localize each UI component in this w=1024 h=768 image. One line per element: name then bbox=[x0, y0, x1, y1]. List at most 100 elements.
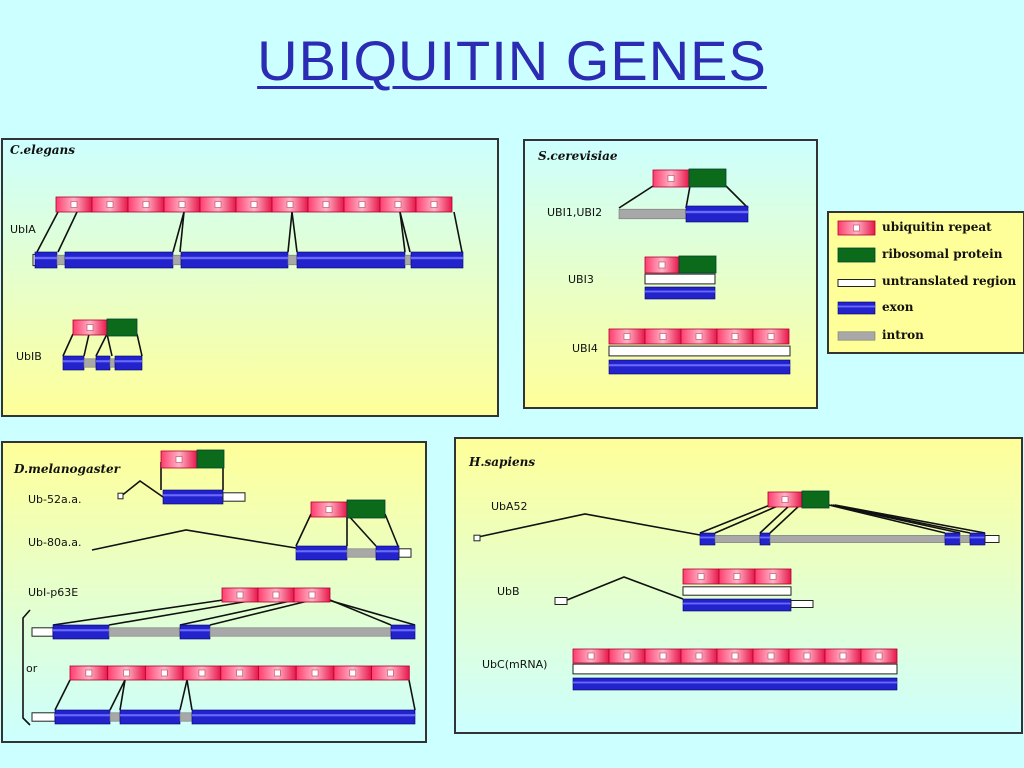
ubiquitin-repeat-core bbox=[236, 669, 243, 677]
exon-bar bbox=[608, 359, 791, 375]
exon-bar bbox=[759, 532, 771, 546]
exon-highlight bbox=[945, 536, 960, 539]
ubiquitin-repeat-core bbox=[587, 652, 595, 660]
exon-highlight bbox=[192, 714, 415, 717]
gene-label-ub52: Ub-52a.a. bbox=[28, 493, 81, 506]
ubiquitin-repeat-core bbox=[731, 652, 739, 660]
ubiquitin-repeat-core bbox=[623, 333, 631, 340]
intron-bar bbox=[714, 535, 761, 543]
ubiquitin-repeat-core bbox=[731, 333, 739, 340]
ubiquitin-repeat-core bbox=[394, 201, 402, 208]
exon-highlight bbox=[391, 629, 415, 632]
species-dmelanogaster: D.melanogaster bbox=[13, 462, 122, 476]
exon-bar bbox=[119, 709, 181, 725]
exon-highlight bbox=[181, 256, 288, 260]
exon-bar bbox=[572, 677, 898, 691]
intron-bar bbox=[769, 535, 946, 543]
utr-bar bbox=[473, 534, 481, 542]
ubiquitin-repeat-core bbox=[308, 591, 316, 599]
utr-bar bbox=[31, 712, 56, 722]
intron-bar bbox=[209, 627, 392, 637]
ubiquitin-repeat-core bbox=[214, 201, 222, 208]
exon-bar bbox=[685, 205, 749, 223]
intron-bar bbox=[287, 254, 298, 266]
ubiquitin-repeat-core bbox=[659, 652, 667, 660]
ubiquitin-repeat-core bbox=[875, 652, 883, 660]
ubiquitin-repeat-core bbox=[658, 261, 666, 269]
ubiquitin-repeat-core bbox=[769, 573, 777, 580]
exon-highlight bbox=[180, 629, 210, 632]
ubiquitin-repeat-core bbox=[781, 496, 789, 503]
exon-highlight bbox=[63, 360, 84, 363]
exon-bar bbox=[375, 545, 400, 561]
ribosomal-protein-block bbox=[837, 247, 876, 263]
exon-highlight bbox=[55, 714, 110, 717]
ubiquitin-repeat-core bbox=[803, 652, 811, 660]
intron-bar bbox=[179, 712, 193, 722]
exon-highlight bbox=[296, 550, 347, 553]
exon-highlight bbox=[645, 290, 715, 293]
exon-highlight bbox=[411, 256, 463, 260]
exon-bar bbox=[54, 709, 111, 725]
utr-bar bbox=[984, 535, 1000, 543]
ubiquitin-repeat-core bbox=[178, 201, 186, 208]
gene-label-ubi-p63e: UbI-p63E bbox=[28, 586, 78, 599]
utr-bar bbox=[572, 663, 898, 675]
ubiquitin-repeat-core bbox=[325, 506, 333, 513]
utr-bar bbox=[31, 627, 54, 637]
ubiquitin-repeat-core bbox=[123, 669, 130, 677]
exon-highlight bbox=[35, 256, 57, 260]
gene-label-ubc: UbC(mRNA) bbox=[482, 658, 547, 671]
ubiquitin-repeat-core bbox=[623, 652, 631, 660]
exon-bar bbox=[95, 355, 111, 371]
exon-highlight bbox=[700, 536, 715, 539]
ribosomal-protein-block bbox=[196, 449, 225, 469]
utr-bar bbox=[554, 597, 568, 605]
ubiquitin-repeat-core bbox=[106, 201, 114, 208]
exon-highlight bbox=[760, 536, 770, 539]
exon-bar bbox=[295, 545, 348, 561]
ribosomal-protein-block bbox=[346, 499, 386, 519]
exon-highlight bbox=[609, 364, 790, 367]
intron-bar bbox=[959, 535, 971, 543]
intron-bar bbox=[109, 712, 121, 722]
ubiquitin-repeat-core bbox=[349, 669, 357, 677]
intron-bar bbox=[837, 331, 876, 341]
gene-label-ubia: UbIA bbox=[10, 223, 36, 236]
gene-label-ubi3: UBI3 bbox=[568, 273, 594, 286]
utr-bar bbox=[644, 273, 716, 285]
legend-label-ribosomal: ribosomal protein bbox=[882, 247, 1003, 261]
exon-bar bbox=[62, 355, 85, 371]
species-celegans: C.elegans bbox=[10, 143, 75, 157]
exon-highlight bbox=[163, 494, 223, 497]
ubiquitin-repeat-core bbox=[311, 669, 319, 677]
exon-bar bbox=[699, 532, 716, 546]
exon-highlight bbox=[115, 360, 142, 363]
intron-bar bbox=[56, 254, 66, 266]
gene-structures bbox=[31, 168, 1000, 725]
ubiquitin-repeat-core bbox=[236, 591, 244, 599]
ubiquitin-repeat-core bbox=[695, 652, 703, 660]
ubiquitin-repeat-core bbox=[358, 201, 366, 208]
ubiquitin-repeat-core bbox=[695, 333, 703, 340]
connector-lines bbox=[22, 185, 986, 726]
exon-bar bbox=[34, 251, 58, 269]
ribosomal-protein-block bbox=[688, 168, 727, 188]
ubiquitin-repeat-core bbox=[274, 669, 281, 677]
exon-bar bbox=[644, 286, 716, 300]
utr-bar bbox=[222, 492, 246, 502]
legend-label-intron: intron bbox=[882, 328, 924, 342]
gene-label-ubi4: UBI4 bbox=[572, 342, 598, 355]
exon-highlight bbox=[970, 536, 985, 539]
ubiquitin-repeat-core bbox=[667, 175, 675, 182]
intron-bar bbox=[172, 254, 182, 266]
intron-bar bbox=[109, 358, 116, 368]
species-scerevisiae: S.cerevisiae bbox=[538, 149, 618, 163]
ubiquitin-repeat-core bbox=[767, 652, 775, 660]
ribosomal-protein-block bbox=[678, 255, 717, 274]
intron-bar bbox=[618, 208, 687, 220]
exon-highlight bbox=[297, 256, 405, 260]
exon-highlight bbox=[573, 681, 897, 684]
intron-bar bbox=[346, 548, 377, 558]
exon-bar bbox=[114, 355, 143, 371]
